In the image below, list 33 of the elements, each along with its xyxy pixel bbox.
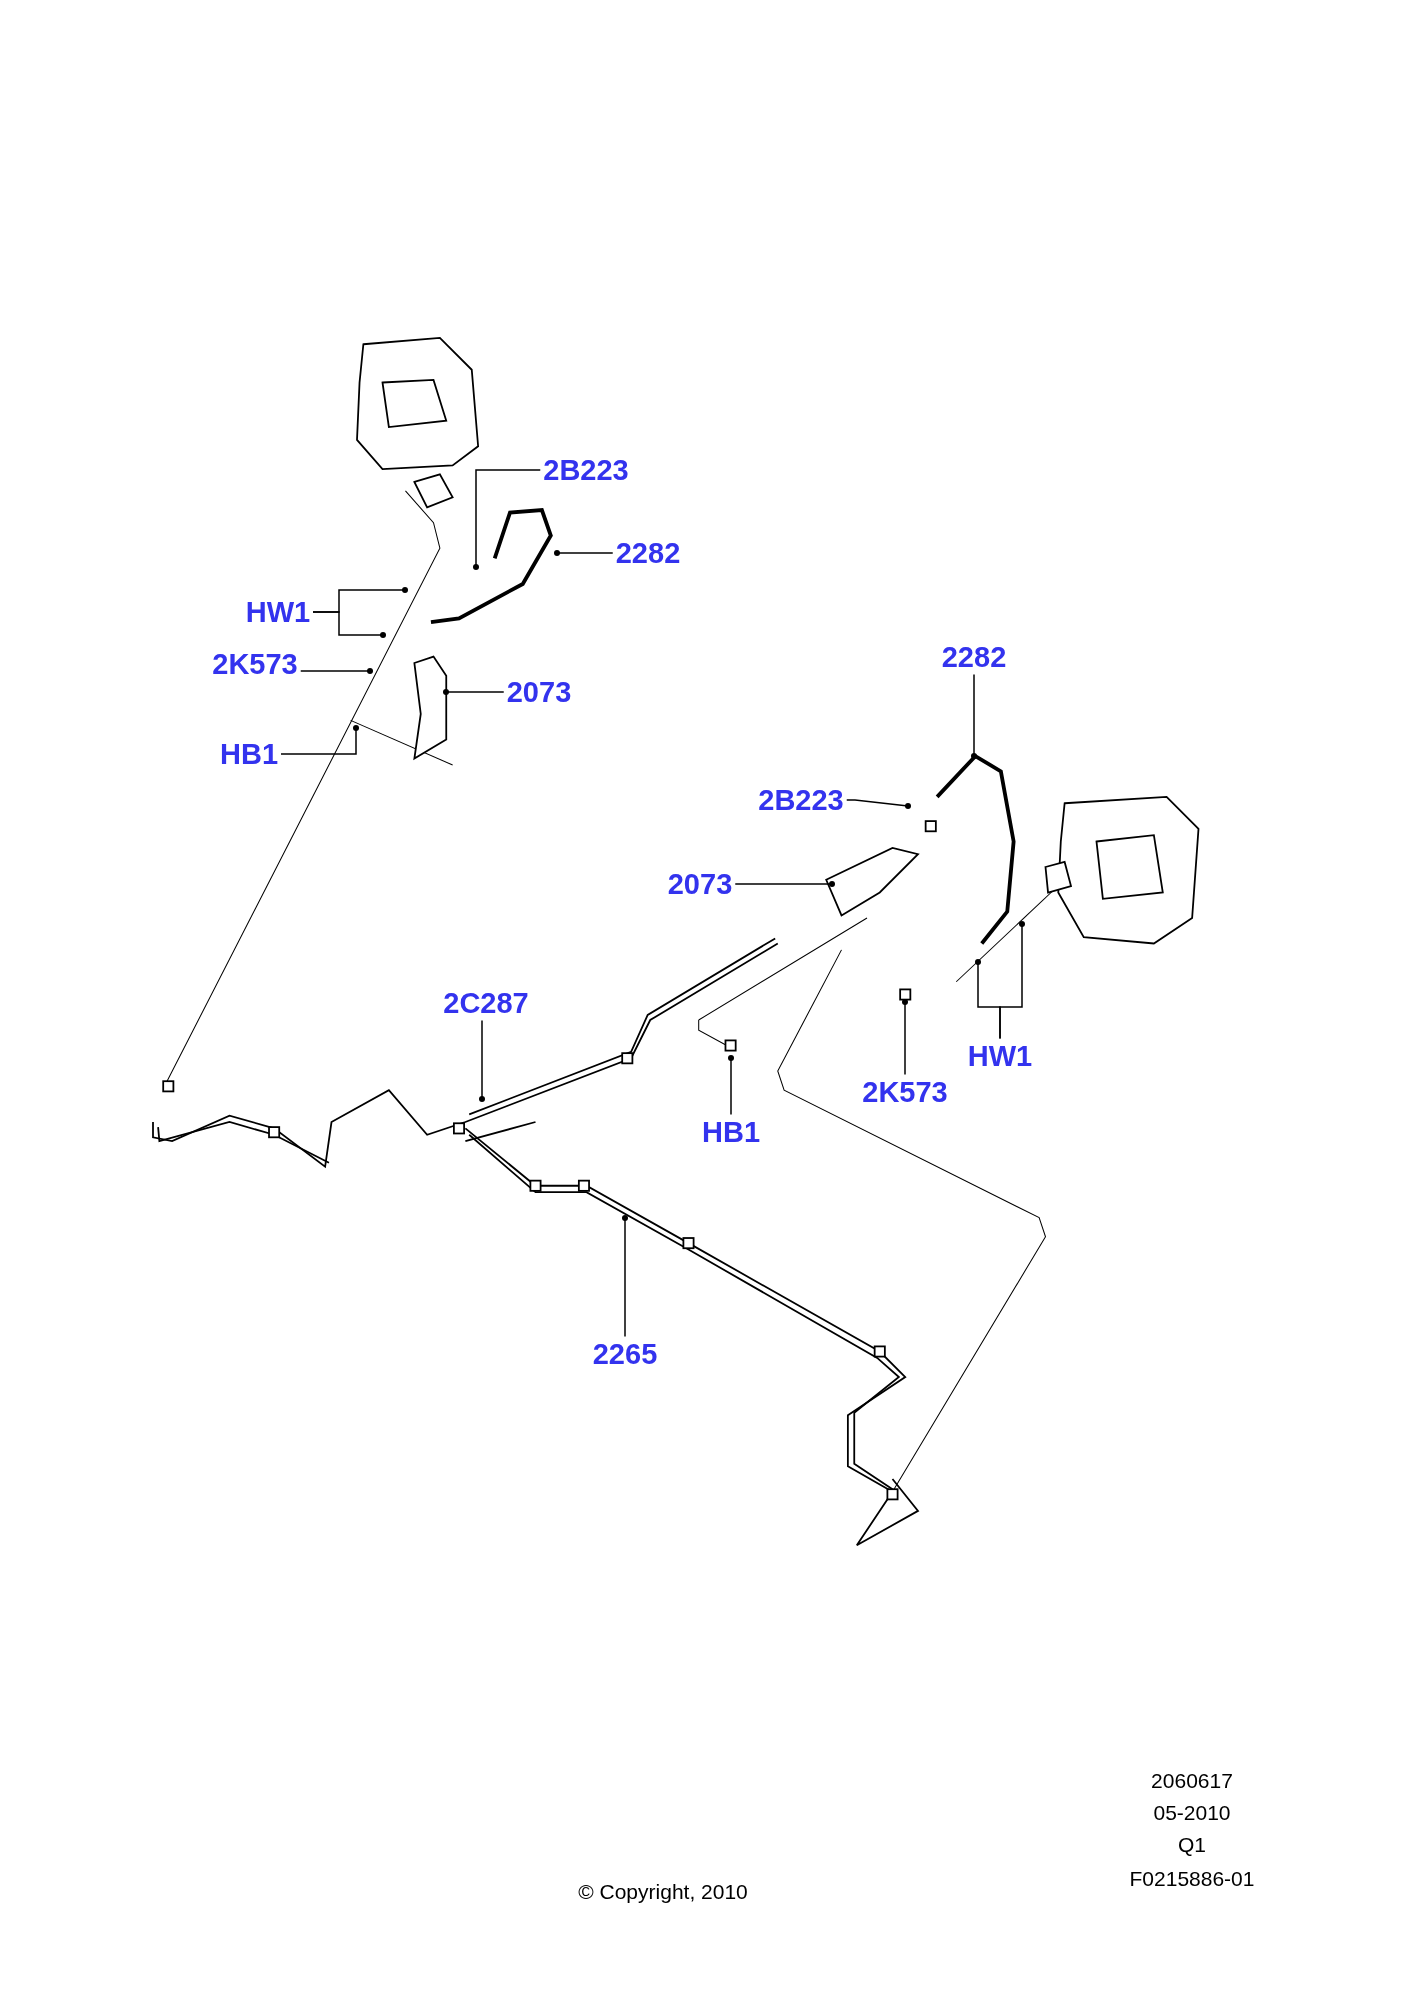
leader-line — [622, 1215, 628, 1338]
drawing-reference: 2060617 — [1151, 1769, 1233, 1791]
drawing-reference: Q1 — [1178, 1833, 1206, 1855]
callout-number: HB1 — [702, 1117, 760, 1147]
callout-number: HW1 — [967, 1041, 1033, 1071]
leader-line — [734, 881, 835, 887]
callout-number: 2282 — [615, 538, 681, 568]
leader-line — [280, 725, 359, 755]
leader-line — [479, 1019, 485, 1102]
callout-number: 2282 — [941, 642, 1007, 672]
leader-line — [999, 921, 1025, 1040]
leader-line — [312, 611, 386, 638]
copyright-note: © Copyright, 2010 — [578, 1880, 748, 1902]
callout-number: HB1 — [220, 739, 278, 769]
callout-number: 2B223 — [758, 785, 844, 815]
leader-line — [554, 550, 614, 556]
callout-number: 2K573 — [212, 649, 298, 679]
leader-line — [902, 999, 908, 1076]
callout-number: HW1 — [245, 597, 311, 627]
leader-line — [846, 799, 911, 809]
callout-number: 2265 — [592, 1339, 658, 1369]
leader-line — [443, 689, 505, 695]
callout-number: 2073 — [667, 869, 733, 899]
leader-line — [473, 469, 541, 570]
leader-line — [728, 1055, 734, 1116]
callout-number: 2B223 — [543, 455, 629, 485]
callout-number: 2073 — [506, 677, 572, 707]
leader-line — [971, 673, 977, 759]
drawing-reference: 05-2010 — [1153, 1801, 1231, 1823]
drawing-reference: F0215886-01 — [1129, 1867, 1255, 1889]
leader-line — [300, 668, 373, 674]
callout-number: 2K573 — [862, 1077, 948, 1107]
callout-number: 2C287 — [443, 988, 529, 1018]
